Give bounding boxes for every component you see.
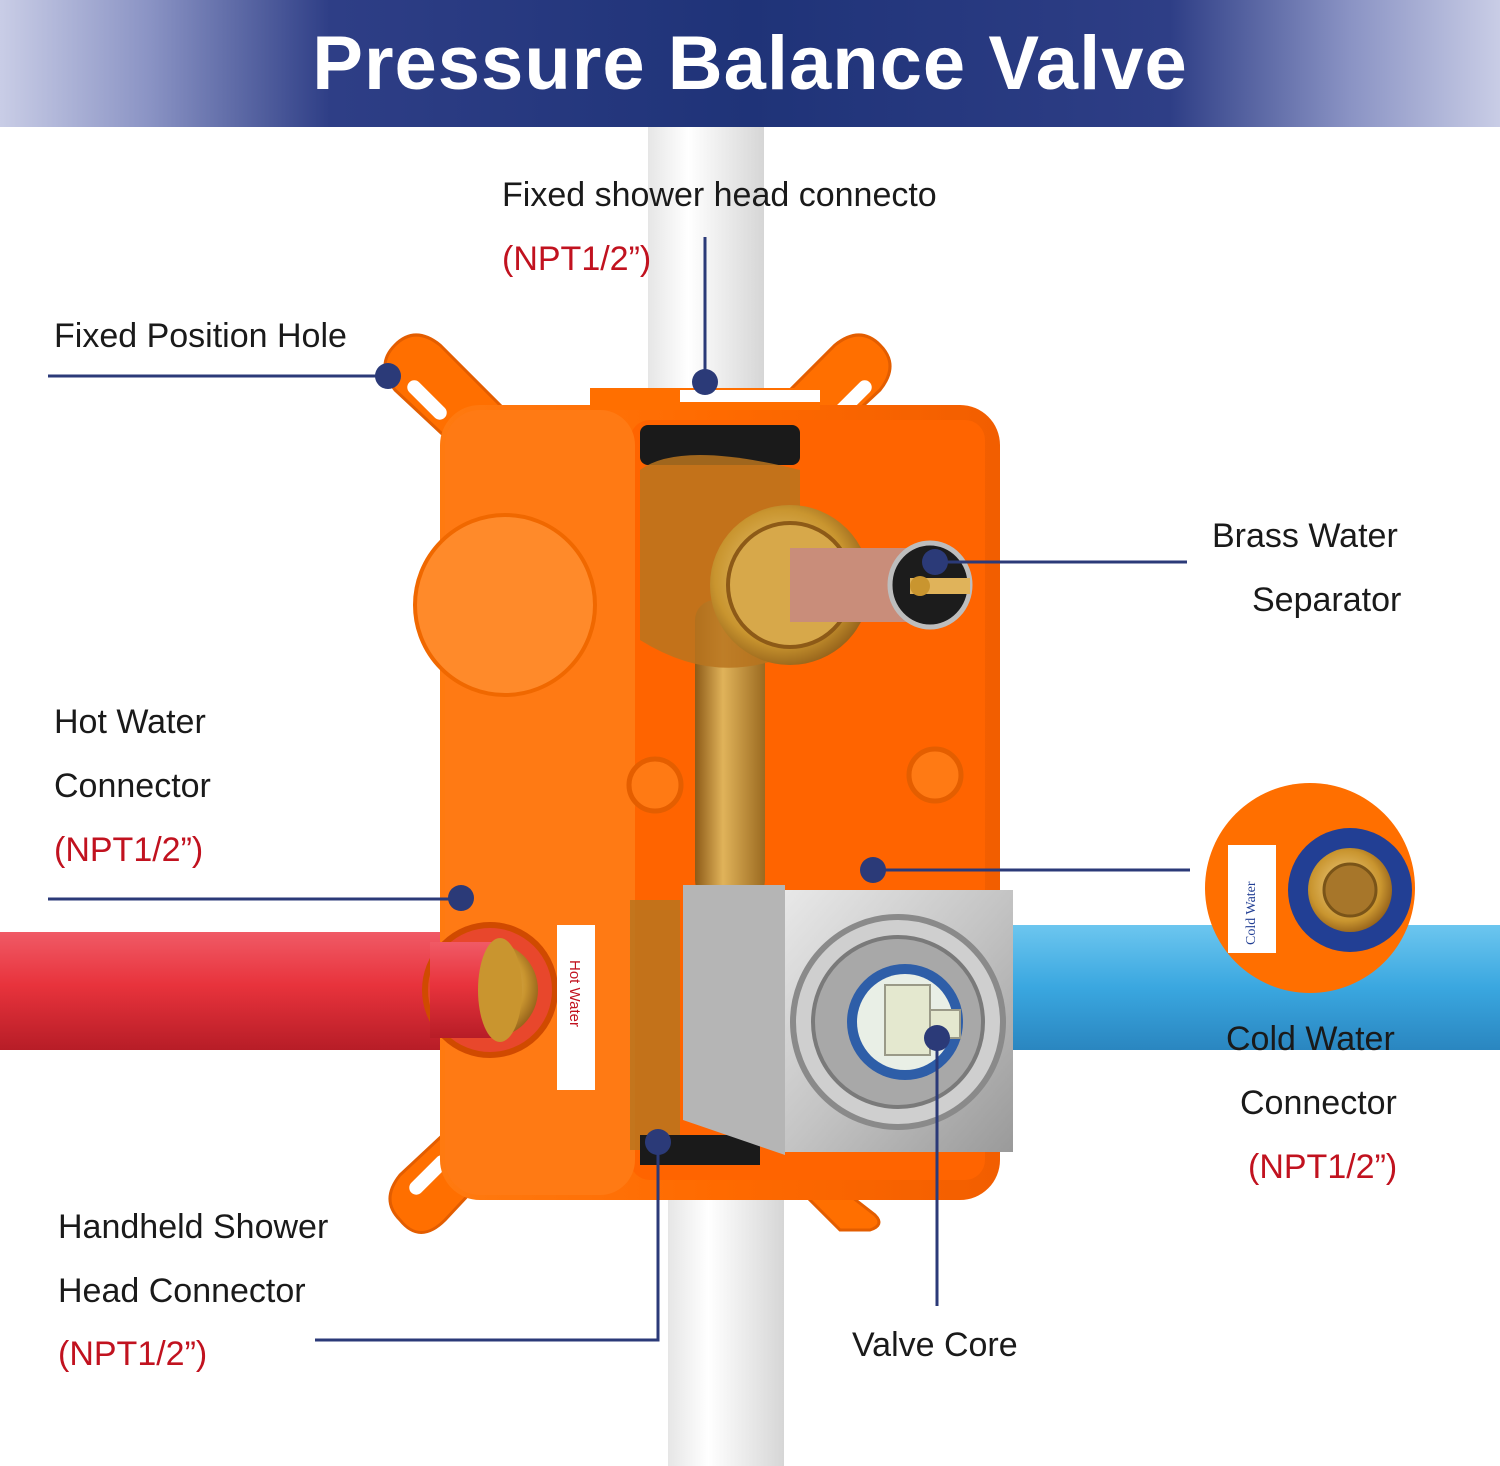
leader-dots: [375, 363, 950, 1155]
leader-lines: [48, 237, 1190, 1342]
label-cold-water-1: Cold Water: [1226, 1020, 1395, 1058]
cold-water-sticker-text: Cold Water: [1244, 881, 1259, 945]
label-cold-water-2: Connector: [1240, 1084, 1397, 1122]
label-handheld-shower-1: Handheld Shower: [58, 1208, 329, 1246]
valve-core-housing: [683, 885, 1013, 1155]
label-handheld-shower-spec: (NPT1/2”): [58, 1335, 208, 1373]
brass-riser: [695, 600, 765, 900]
label-cold-water-spec: (NPT1/2”): [1248, 1148, 1398, 1186]
bottom-white-pipe: [668, 1170, 784, 1466]
label-valve-core: Valve Core: [852, 1326, 1018, 1364]
knockout-top: [413, 513, 597, 697]
label-brass-separator-1: Brass Water: [1212, 517, 1398, 555]
inner-mount-holes: [626, 746, 964, 814]
label-fixed-position-hole: Fixed Position Hole: [54, 317, 347, 355]
label-hot-water-2: Connector: [54, 767, 211, 805]
label-fixed-shower-head-spec: (NPT1/2”): [502, 240, 652, 278]
label-hot-water-1: Hot Water: [54, 703, 206, 741]
label-fixed-shower-head: Fixed shower head connecto: [502, 176, 937, 214]
cold-water-inset: Cold Water: [1205, 783, 1415, 993]
label-brass-separator-2: Separator: [1252, 581, 1402, 619]
label-handheld-shower-2: Head Connector: [58, 1272, 306, 1310]
hot-water-pipe: [0, 932, 500, 1050]
page-title: Pressure Balance Valve: [312, 21, 1188, 106]
header-banner: Pressure Balance Valve: [0, 0, 1500, 127]
label-hot-water-spec: (NPT1/2”): [54, 831, 204, 869]
hot-water-sticker-text: Hot Water: [566, 960, 583, 1027]
hot-water-sticker: [557, 925, 595, 1090]
